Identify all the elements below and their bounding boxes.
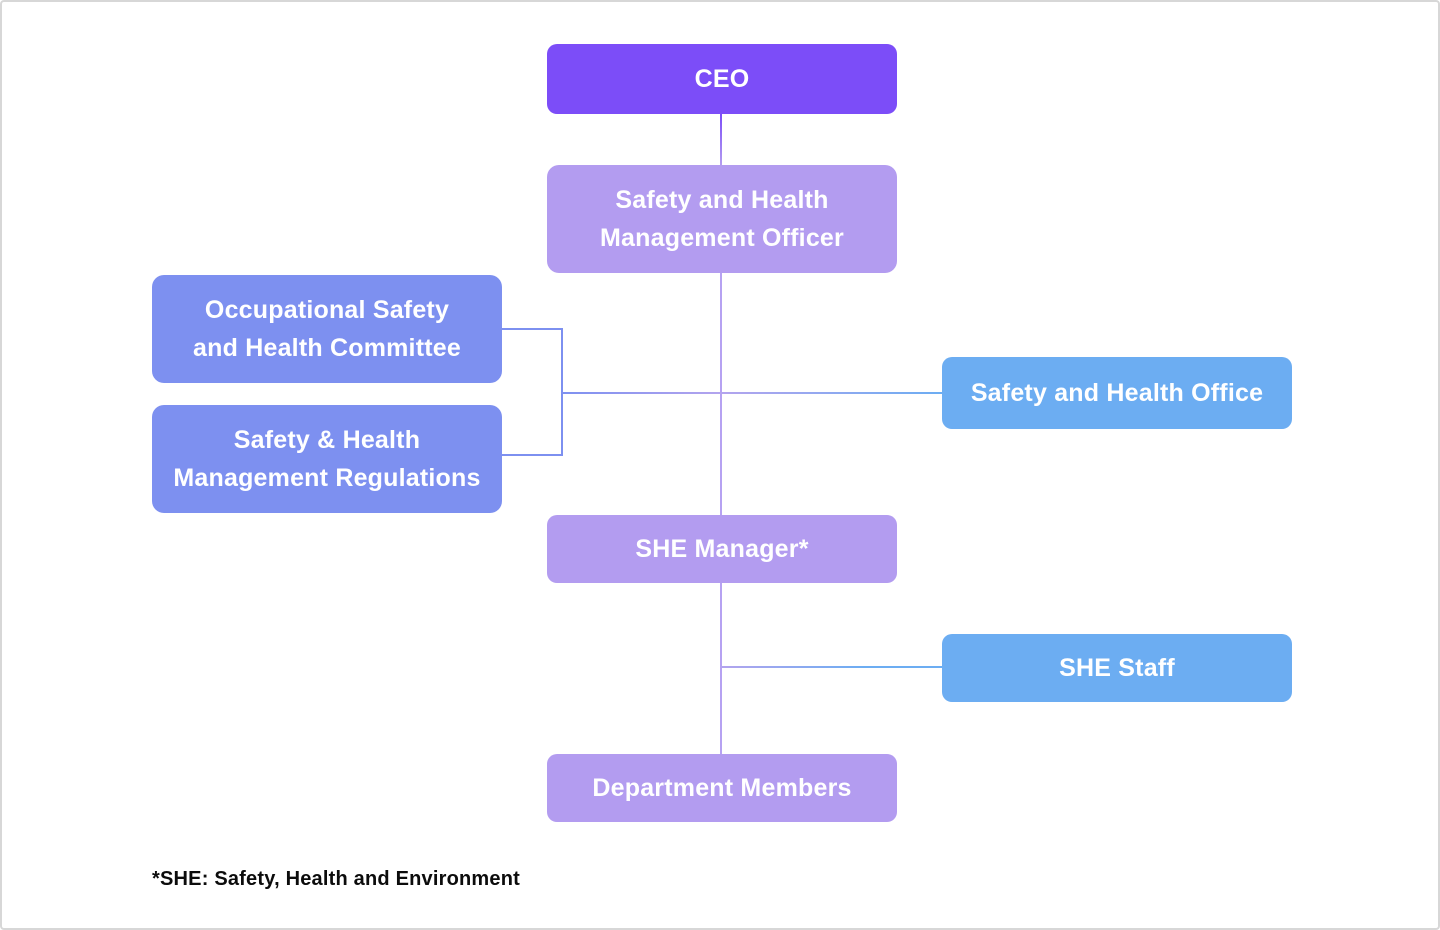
node-safety-health-management-regulations: Safety & Health Management Regulations [152,405,502,513]
node-she-manager: SHE Manager* [547,515,897,583]
node-occupational-safety-health-committee: Occupational Safety and Health Committee [152,275,502,383]
connector-committee-to-bracket [502,328,563,330]
node-safety-health-office: Safety and Health Office [942,357,1292,429]
connector-officer-to-she-manager [720,273,722,515]
she-abbreviation-footnote: *SHE: Safety, Health and Environment [152,868,521,890]
connector-spine-to-office [561,392,942,394]
connector-she-manager-to-members [720,583,722,754]
connector-regulations-to-bracket [502,454,563,456]
node-department-members: Department Members [547,754,897,822]
node-safety-health-management-officer: Safety and Health Management Officer [547,165,897,273]
connector-ceo-to-officer [720,114,722,165]
node-she-staff: SHE Staff [942,634,1292,702]
node-ceo: CEO [547,44,897,114]
connector-spine-to-she-staff [721,666,942,668]
